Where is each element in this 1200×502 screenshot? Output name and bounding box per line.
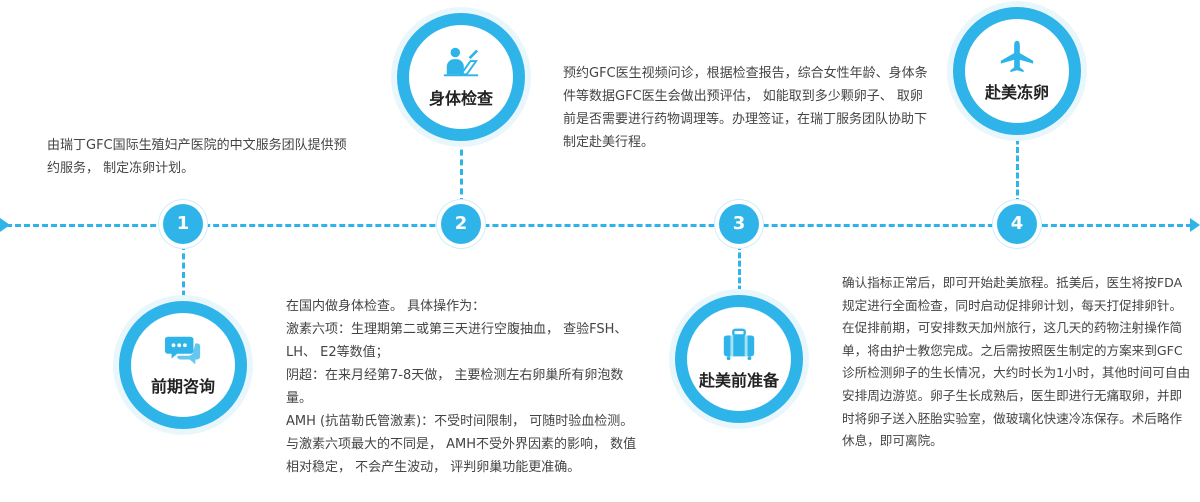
step-1-circle: 前期咨询: [119, 301, 247, 429]
connector-step3: [738, 244, 741, 300]
luggage-icon: [723, 328, 755, 361]
step-4-circle: 赴美冻卵: [953, 7, 1081, 135]
chat-bubbles-icon: [164, 336, 201, 365]
step-number-4: 4: [997, 204, 1037, 244]
step-1-title: 前期咨询: [150, 377, 215, 396]
step-number-3: 3: [719, 204, 759, 244]
step-2-description: 在国内做身体检查。 具体操作为： 激素六项：生理期第二或第三天进行空腹抽血， 查…: [286, 299, 637, 475]
connector-step4: [1016, 130, 1019, 204]
step-3-title: 赴美前准备: [698, 371, 779, 390]
step-1-description: 由瑞丁GFC国际生殖妇产医院的中文服务团队提供预约服务， 制定冻卵计划。: [47, 138, 347, 176]
step-3-description: 预约GFC医生视频问诊，根据检查报告，综合女性年龄、身体条件等数据GFC医生会做…: [563, 66, 928, 150]
step-number-2: 2: [441, 204, 481, 244]
airplane-icon: [1000, 40, 1034, 73]
step-4-title: 赴美冻卵: [984, 83, 1049, 102]
timeline-line: [6, 224, 1192, 227]
connector-step1: [182, 244, 185, 306]
timeline-start-arrow: [0, 218, 10, 232]
timeline-end-arrow: [1190, 218, 1200, 232]
step-2-title: 身体检查: [428, 89, 493, 108]
person-writing-icon: [443, 47, 479, 77]
step-3-circle: 赴美前准备: [675, 295, 803, 423]
step-2-circle: 身体检查: [397, 13, 525, 141]
step-number-1: 1: [163, 204, 203, 244]
connector-step2: [460, 140, 463, 204]
step-4-description: 确认指标正常后，即可开始赴美旅程。抵美后，医生将按FDA规定进行全面检查，同时启…: [842, 275, 1191, 449]
